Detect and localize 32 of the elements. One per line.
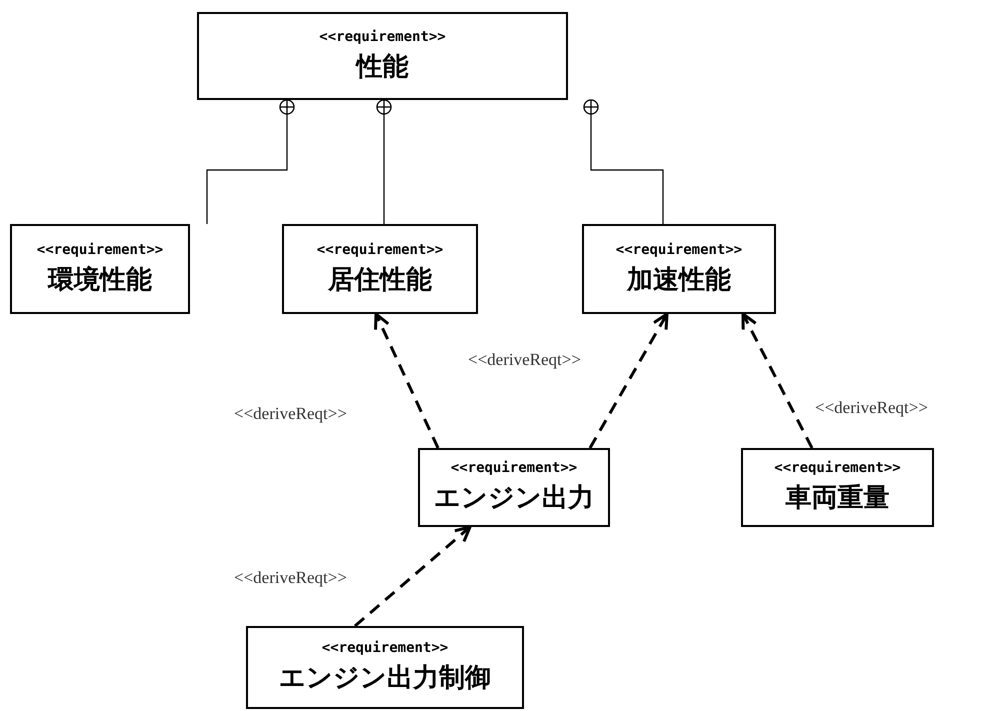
requirement-name: 加速性能 [627,264,731,296]
edge-label: <<deriveReqt>> [468,350,581,370]
requirement-name: 環境性能 [48,264,152,296]
requirement-box [246,626,524,709]
stereotype-label: <<requirement>> [316,242,444,258]
requirement-box [282,224,478,314]
dependency-arrow [742,312,814,449]
requirement-box [10,224,190,314]
containment-line [376,99,392,224]
containment-line [206,99,295,224]
edge-label: <<deriveReqt>> [234,568,347,588]
dependency-arrow [374,312,440,449]
requirement-box [418,448,610,527]
requirement-box [741,448,934,527]
dependency-arrow [354,526,472,628]
stereotype-label: <<requirement>> [36,242,164,258]
requirement-name: 車両重量 [786,482,890,515]
dependency-arrow [588,312,668,449]
requirement-name: 居住性能 [328,264,432,296]
requirement-name: エンジン出力 [434,482,594,515]
stereotype-label: <<requirement>> [616,242,742,258]
edge-label: <<deriveReqt>> [234,404,347,424]
edge-label: <<deriveReqt>> [815,398,928,418]
requirement-box [582,224,776,314]
requirement-name: 性能 [356,50,408,84]
stereotype-label: <<requirement>> [319,28,446,44]
requirement-name: エンジン出力制御 [279,662,491,695]
stereotype-label: <<requirement>> [322,640,448,656]
stereotype-label: <<requirement>> [450,460,578,476]
requirement-box [197,12,568,100]
stereotype-label: <<requirement>> [774,460,901,476]
containment-line [583,99,664,224]
